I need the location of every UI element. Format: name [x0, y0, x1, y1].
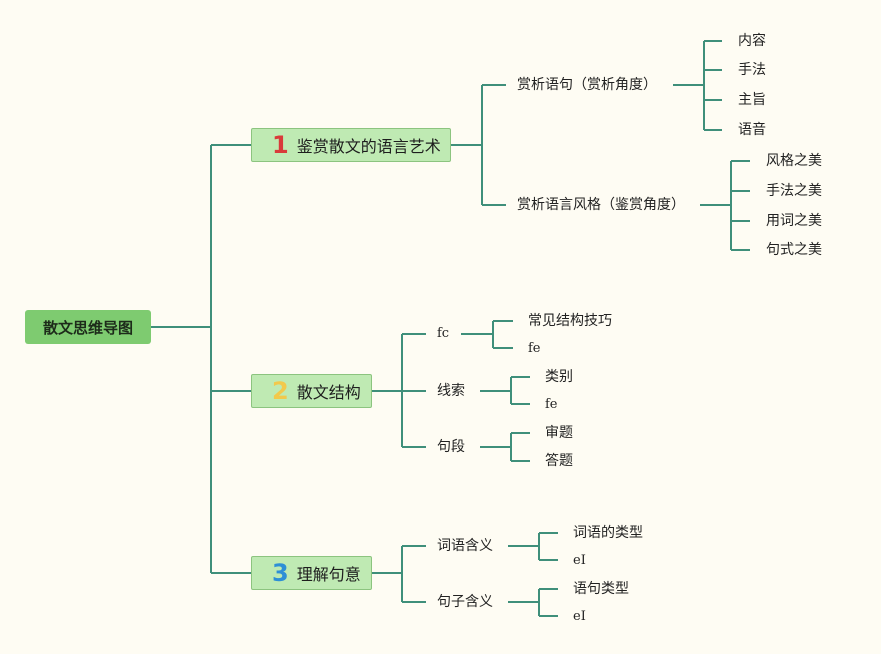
leaf-category[interactable]: 类别 [545, 369, 573, 385]
leaf-answer-question[interactable]: 答题 [545, 453, 573, 469]
branch-structure[interactable]: 2 散文结构 [251, 374, 372, 408]
leaf-technique-beauty[interactable]: 手法之美 [766, 183, 822, 199]
leaf-theme[interactable]: 主旨 [738, 92, 766, 108]
node-word-meaning[interactable]: 词语含义 [437, 538, 493, 554]
node-clue[interactable]: 线索 [437, 383, 465, 399]
leaf-ei[interactable]: eI [573, 553, 586, 568]
root-node[interactable]: 散文思维导图 [25, 310, 151, 344]
leaf-fe[interactable]: fe [545, 397, 558, 412]
node-fc[interactable]: fc [437, 326, 450, 341]
leaf-wording-beauty[interactable]: 用词之美 [766, 213, 822, 229]
branch-label: 理解句意 [296, 565, 361, 584]
leaf-common-structure[interactable]: 常见结构技巧 [528, 313, 612, 329]
branch-label: 散文结构 [296, 383, 361, 402]
node-sentence-meaning[interactable]: 句子含义 [437, 594, 493, 610]
leaf-sentence-types[interactable]: 语句类型 [573, 581, 629, 597]
leaf-word-types[interactable]: 词语的类型 [573, 525, 643, 541]
number-one-icon: 1 [272, 131, 289, 159]
leaf-sound[interactable]: 语音 [738, 122, 766, 138]
node-style-appreciation[interactable]: 赏析语言风格（鉴赏角度） [517, 197, 685, 213]
number-two-icon: 2 [272, 377, 289, 405]
branch-language-art[interactable]: 1 鉴赏散文的语言艺术 [251, 128, 451, 162]
leaf-sentence-beauty[interactable]: 句式之美 [766, 242, 822, 258]
leaf-read-question[interactable]: 审题 [545, 425, 573, 441]
leaf-content[interactable]: 内容 [738, 33, 766, 49]
branch-label: 鉴赏散文的语言艺术 [296, 137, 441, 156]
leaf-fe[interactable]: fe [528, 341, 541, 356]
leaf-technique[interactable]: 手法 [738, 62, 766, 78]
number-three-icon: 3 [272, 559, 289, 587]
branch-sentence-meaning[interactable]: 3 理解句意 [251, 556, 372, 590]
node-sentence-paragraph[interactable]: 句段 [437, 439, 465, 455]
node-sentence-appreciation[interactable]: 赏析语句（赏析角度） [517, 77, 657, 93]
leaf-ei[interactable]: eI [573, 609, 586, 624]
leaf-style-beauty[interactable]: 风格之美 [766, 153, 822, 169]
